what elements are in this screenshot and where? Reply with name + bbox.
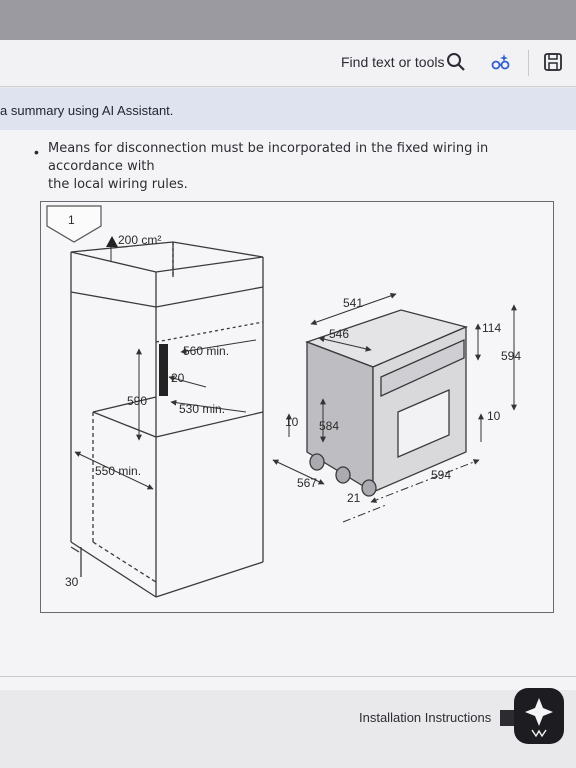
footer-rule bbox=[0, 676, 576, 677]
ai-banner-text: a summary using AI Assistant. bbox=[0, 103, 174, 118]
installation-figure: 1 bbox=[40, 201, 554, 613]
ai-assistant-banner[interactable]: a summary using AI Assistant. bbox=[0, 88, 576, 131]
figure-number: 1 bbox=[68, 213, 75, 227]
floating-assistant-button[interactable] bbox=[514, 688, 564, 744]
bullet-text: Means for disconnection must be incorpor… bbox=[48, 140, 563, 194]
ai-assistant-icon[interactable] bbox=[489, 50, 513, 74]
label-depth-min: 530 min. bbox=[179, 402, 225, 416]
label-oven-width-top: 541 bbox=[343, 296, 363, 310]
label-bottom-right: 10 bbox=[487, 409, 501, 423]
toolbar-divider bbox=[528, 50, 529, 76]
vent-arrow-icon bbox=[106, 236, 118, 247]
figure-number-badge bbox=[46, 205, 102, 243]
label-lower-min: 550 min. bbox=[95, 464, 141, 478]
oven-dimension-lines bbox=[272, 292, 517, 523]
label-width-min: 560 min. bbox=[183, 344, 229, 358]
bullet-line-1: Means for disconnection must be incorpor… bbox=[48, 141, 489, 174]
cabinet-dimension-lines bbox=[74, 239, 257, 490]
find-text-or-tools-button[interactable]: Find text or tools bbox=[341, 54, 445, 70]
label-top-gap: 114 bbox=[482, 321, 501, 335]
search-icon[interactable] bbox=[444, 50, 468, 74]
document-page: • Means for disconnection must be incorp… bbox=[0, 130, 576, 690]
bullet-marker: • bbox=[34, 144, 39, 160]
label-front-width: 594 bbox=[431, 468, 451, 482]
label-niche-height: 590 bbox=[127, 394, 147, 408]
label-front-height: 594 bbox=[501, 349, 521, 363]
label-oven-depth: 546 bbox=[329, 327, 349, 341]
label-body-height: 584 bbox=[319, 419, 339, 433]
bullet-line-2: the local wiring rules. bbox=[48, 177, 188, 192]
oven-drawing bbox=[305, 309, 468, 497]
acrobat-toolbar: Find text or tools bbox=[0, 40, 576, 87]
save-icon[interactable] bbox=[541, 50, 565, 74]
footer-title: Installation Instructions bbox=[359, 710, 492, 725]
window-top-strip bbox=[0, 0, 576, 40]
sparkle-icon bbox=[525, 698, 553, 738]
label-gap: 20 bbox=[171, 371, 185, 385]
installation-diagram: 1 bbox=[46, 205, 521, 598]
label-bottom-left: 10 bbox=[285, 415, 299, 429]
cabinet-drawing bbox=[70, 241, 264, 598]
label-front-thickness: 21 bbox=[347, 491, 361, 505]
label-plinth: 30 bbox=[65, 575, 79, 589]
cabinet-rail bbox=[159, 344, 168, 396]
label-depth-bottom: 567 bbox=[297, 476, 317, 490]
label-vent: 200 cm² bbox=[118, 233, 161, 247]
